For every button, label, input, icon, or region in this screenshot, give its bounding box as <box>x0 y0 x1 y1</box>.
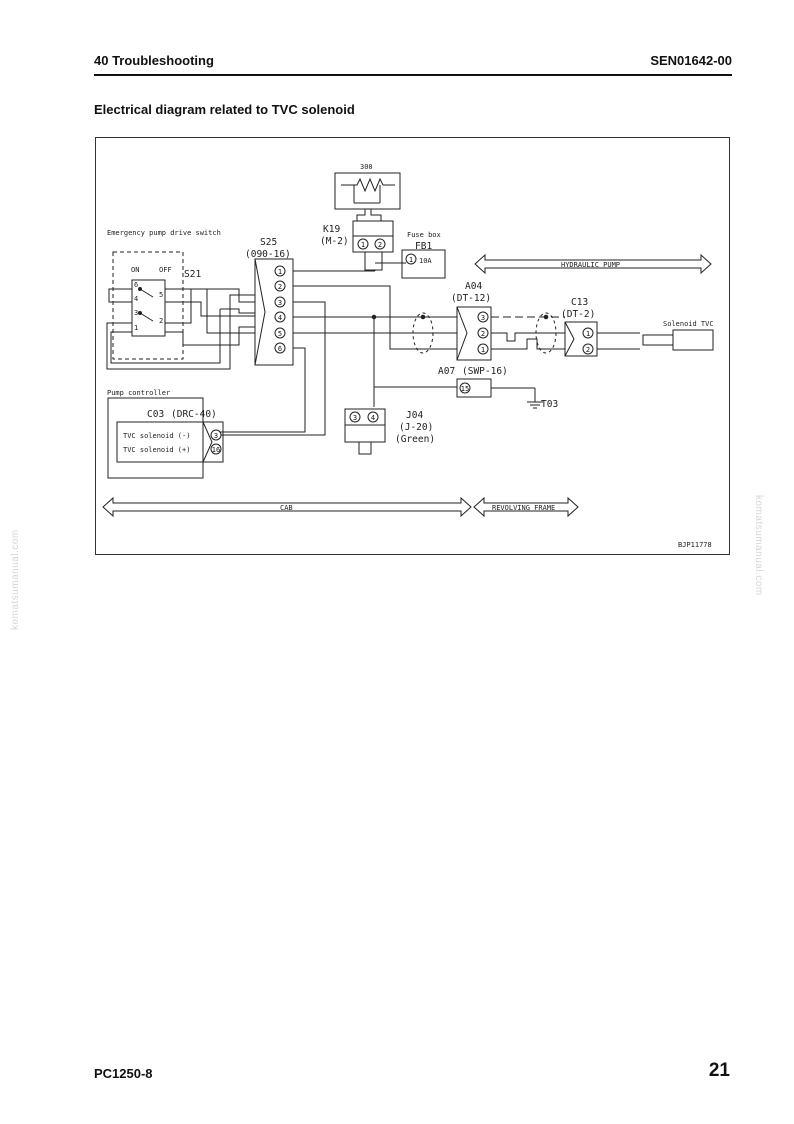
j04-pin-4: 4 <box>371 414 375 422</box>
switch-pin-1: 1 <box>134 324 138 332</box>
fuse-pin: 1 <box>409 256 413 264</box>
s25-pin-5: 5 <box>278 330 282 338</box>
diagram-title: Electrical diagram related to TVC soleno… <box>94 102 355 117</box>
switch-pin-6: 6 <box>134 281 138 289</box>
j04-id: J04 <box>406 410 423 421</box>
document-code: SEN01642-00 <box>650 53 732 68</box>
controller-pin-3: 3 <box>214 432 218 440</box>
resistor-value: 300 <box>360 163 373 171</box>
fuse-box-label: Fuse box <box>407 231 441 239</box>
switch-pin-2: 2 <box>159 317 163 325</box>
j04-pin-3: 3 <box>353 414 357 422</box>
j04-color: (Green) <box>395 434 435 445</box>
section-heading: 40 Troubleshooting <box>94 53 214 68</box>
switch-caption: Emergency pump drive switch <box>107 229 221 237</box>
fuse-box-id: FB1 <box>415 241 432 252</box>
revolving-frame-label: REVOLVING FRAME <box>492 504 555 512</box>
s25-id: S25 <box>260 237 277 248</box>
solenoid-label: Solenoid TVC <box>663 320 714 328</box>
c13-pin-1: 1 <box>586 330 590 338</box>
switch-pin-4: 4 <box>134 295 138 303</box>
a04-type: (DT-12) <box>451 293 491 304</box>
page-number: 21 <box>708 1060 730 1081</box>
s25-pin-6: 6 <box>278 345 282 353</box>
switch-id: S21 <box>184 269 201 280</box>
switch-on-label: ON <box>131 266 139 274</box>
controller-row-minus-label: TVC solenoid (-) <box>123 432 190 440</box>
ground-id: T03 <box>541 399 558 410</box>
relay-pin-1: 1 <box>361 241 365 249</box>
s25-pin-4: 4 <box>278 314 282 322</box>
c13-id: C13 <box>571 297 588 308</box>
switch-pin-5: 5 <box>159 291 163 299</box>
a04-pin-2: 2 <box>481 330 485 338</box>
controller-row-plus-label: TVC solenoid (+) <box>123 446 190 454</box>
switch-pin-3: 3 <box>134 309 138 317</box>
controller-pin-16: 16 <box>212 446 220 454</box>
s25-pin-1: 1 <box>278 268 282 276</box>
a07-id: A07 <box>438 366 455 377</box>
s25-pin-2: 2 <box>278 283 282 291</box>
cab-label: CAB <box>280 504 293 512</box>
c13-pin-2: 2 <box>586 346 590 354</box>
footer-model: PC1250-8 <box>94 1066 153 1081</box>
watermark-left: komatsumanual.com <box>10 529 21 630</box>
hydraulic-pump-label: HYDRAULIC PUMP <box>561 261 620 269</box>
relay-id: K19 <box>323 224 340 235</box>
switch-off-label: OFF <box>159 266 172 274</box>
s25-pin-3: 3 <box>278 299 282 307</box>
fuse-rating: 10A <box>419 257 432 265</box>
s25-type: (090-16) <box>245 249 291 260</box>
a07-type: (SWP-16) <box>462 366 508 377</box>
c13-type: (DT-2) <box>561 309 595 320</box>
a07-pin: 15 <box>461 385 469 393</box>
figure-code: BJP11778 <box>678 541 712 549</box>
relay-type: (M-2) <box>320 236 349 247</box>
j04-type: (J-20) <box>399 422 433 433</box>
controller-caption: Pump controller <box>107 389 170 397</box>
controller-type: (DRC-40) <box>171 409 217 420</box>
a04-pin-1: 1 <box>481 346 485 354</box>
header-rule <box>94 74 732 76</box>
controller-id: C03 <box>147 409 164 420</box>
a04-id: A04 <box>465 281 482 292</box>
watermark-right: komatsumanual.com <box>753 495 764 596</box>
electrical-diagram: 300 K19 (M-2) 1 2 Fuse box FB1 1 10A Eme… <box>95 137 730 555</box>
relay-pin-2: 2 <box>378 241 382 249</box>
a04-pin-3: 3 <box>481 314 485 322</box>
